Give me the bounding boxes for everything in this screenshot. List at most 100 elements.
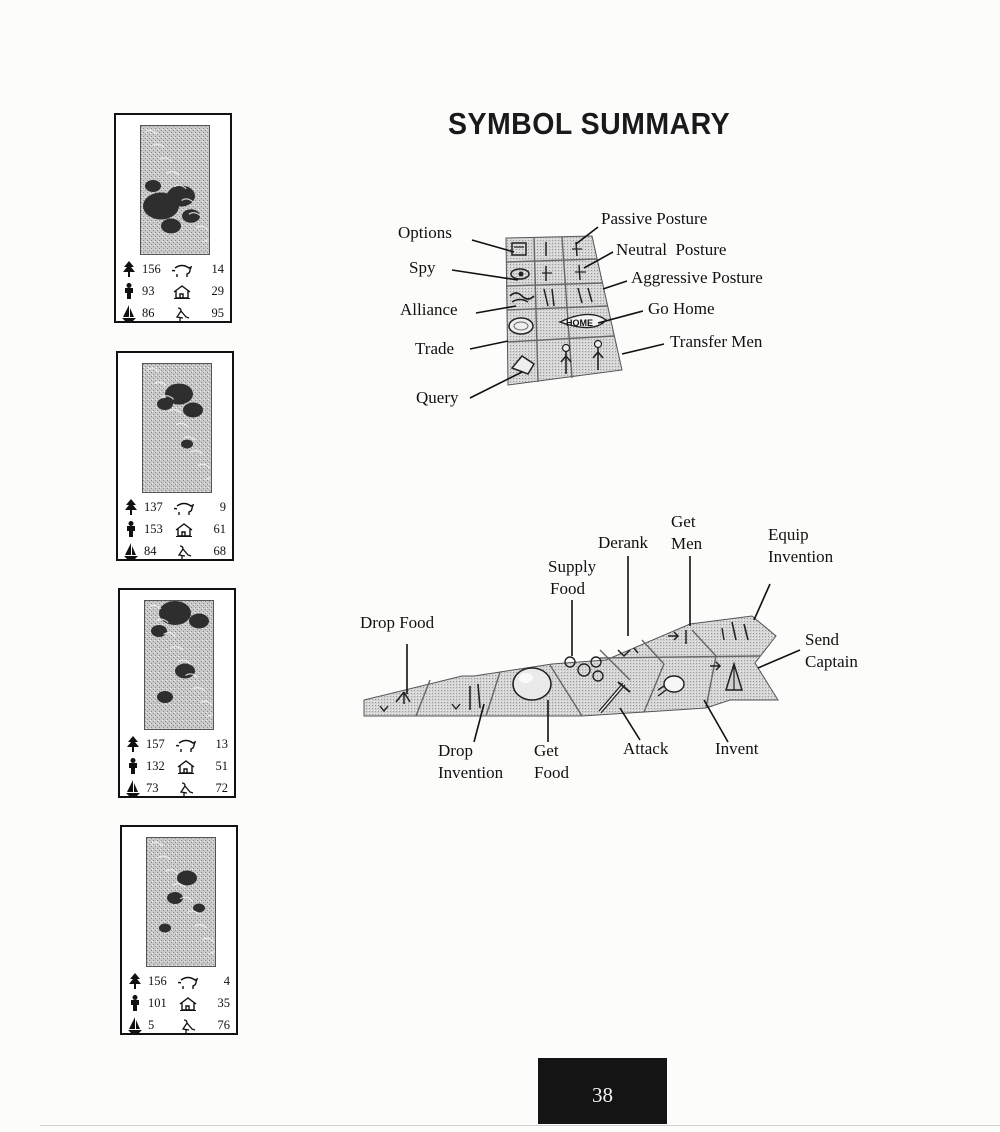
- house-icon: [175, 523, 193, 537]
- terrain-blob: [183, 402, 203, 418]
- stat-row: 157 13: [126, 734, 230, 754]
- terrain-map: [146, 837, 216, 967]
- label-passive-posture: Passive Posture: [601, 209, 708, 228]
- boat-count: 73: [146, 781, 159, 795]
- alliance-handshake-icon: [509, 292, 535, 303]
- stat-row: 73 72: [126, 778, 230, 798]
- tree-count: 156: [142, 262, 161, 276]
- label-go-home: Go Home: [648, 299, 715, 318]
- terrain-blob: [189, 613, 209, 629]
- stat-card-3: 157 13 132 51 73: [118, 588, 236, 798]
- terrain-highlight: [207, 714, 213, 718]
- terrain-highlight: [177, 659, 191, 665]
- send-captain-icon: [710, 661, 744, 691]
- house-icon: [179, 997, 197, 1011]
- pig-count: 9: [219, 500, 226, 514]
- label-attack: Attack: [623, 739, 669, 758]
- equip-invention-icon: [721, 621, 749, 641]
- passive-posture-icon: [545, 241, 582, 257]
- terrain-highlight: [172, 882, 186, 888]
- pig-count: 13: [215, 737, 229, 751]
- label-aggressive-posture: Aggressive Posture: [631, 268, 763, 287]
- action-bar-leader-lines: [406, 556, 801, 743]
- stat-row: 153 61: [124, 519, 228, 539]
- label-get-men: Get Men: [671, 512, 703, 553]
- stat-card-1: 156 14 93 29 86: [114, 113, 232, 323]
- terrain-blob: [177, 870, 197, 886]
- boat-icon: [122, 305, 136, 321]
- terrain-highlight: [190, 450, 204, 455]
- pig-icon: [176, 739, 196, 752]
- terrain-highlight: [173, 184, 187, 190]
- options-icon: [511, 242, 527, 256]
- label-options: Options: [398, 223, 452, 242]
- get-men-icon: [668, 630, 687, 644]
- supply-food-icon: [564, 656, 604, 682]
- pig-count: 4: [223, 974, 230, 988]
- terrain-highlight: [166, 170, 180, 176]
- terrain-highlight: [150, 841, 164, 847]
- bird-icon: [177, 545, 192, 559]
- terrain-blob: [175, 663, 195, 679]
- label-supply-food: Supply Food: [548, 557, 597, 598]
- terrain-highlight: [151, 143, 165, 149]
- boat-count: 84: [144, 544, 157, 558]
- terrain-highlight: [170, 645, 184, 651]
- terrain-blob: [157, 691, 173, 703]
- terrain-blob: [161, 218, 181, 234]
- house-count: 35: [217, 996, 231, 1010]
- terrain-highlight: [187, 910, 200, 915]
- men-count: 93: [142, 284, 155, 298]
- stat-row: 137 9: [124, 497, 228, 517]
- attack-sword-icon: [598, 681, 631, 714]
- terrain-highlight: [148, 604, 162, 610]
- bird-count: 72: [215, 781, 229, 795]
- terrain-blob: [151, 625, 167, 637]
- drop-food-icon: [379, 691, 411, 713]
- label-equip-invention: Equip Invention: [768, 525, 834, 566]
- terrain-map: [142, 363, 212, 493]
- terrain-highlight: [205, 477, 211, 481]
- stat-row: 93 29: [122, 281, 226, 301]
- stat-card-2: 137 9 153 61 84: [116, 351, 234, 561]
- man-icon: [129, 758, 137, 774]
- terrain-highlight: [197, 463, 211, 469]
- terrain-blob: [145, 180, 161, 192]
- terrain-blob: [165, 383, 193, 405]
- bird-count: 95: [211, 306, 225, 320]
- stat-row: 5 76: [128, 1015, 232, 1035]
- terrain-highlight: [157, 855, 171, 861]
- action-bar: [363, 615, 779, 717]
- pig-count: 14: [211, 262, 225, 276]
- terrain-highlight: [209, 951, 215, 955]
- terrain-highlight: [203, 239, 209, 243]
- boat-count: 5: [148, 1018, 155, 1032]
- tree-count: 137: [144, 500, 163, 514]
- stat-card-4: 156 4 101 35 5: [120, 825, 238, 1035]
- terrain-blob: [157, 398, 173, 410]
- terrain-blob: [167, 892, 183, 904]
- terrain-highlight: [183, 436, 196, 441]
- terrain-highlight: [181, 198, 194, 203]
- transfer-men-icon: [560, 339, 604, 374]
- stat-row: 84 68: [124, 541, 228, 561]
- bird-count: 68: [213, 544, 227, 558]
- terrain-highlight: [199, 700, 213, 706]
- terrain-highlight: [146, 367, 160, 373]
- terrain-highlight: [175, 422, 189, 428]
- terrain-highlight: [195, 225, 209, 231]
- house-icon: [173, 285, 191, 299]
- terrain-blob: [159, 923, 171, 933]
- bird-icon: [175, 307, 190, 321]
- house-count: 29: [211, 284, 225, 298]
- stat-row: 86 95: [122, 303, 226, 323]
- label-get-food: Get Food: [534, 741, 569, 782]
- terrain-blob: [159, 601, 191, 625]
- terrain-blob: [181, 439, 193, 449]
- bird-icon: [181, 1019, 196, 1033]
- label-derank: Derank: [598, 533, 649, 552]
- terrain-highlight: [153, 381, 167, 387]
- terrain-highlight: [161, 395, 175, 400]
